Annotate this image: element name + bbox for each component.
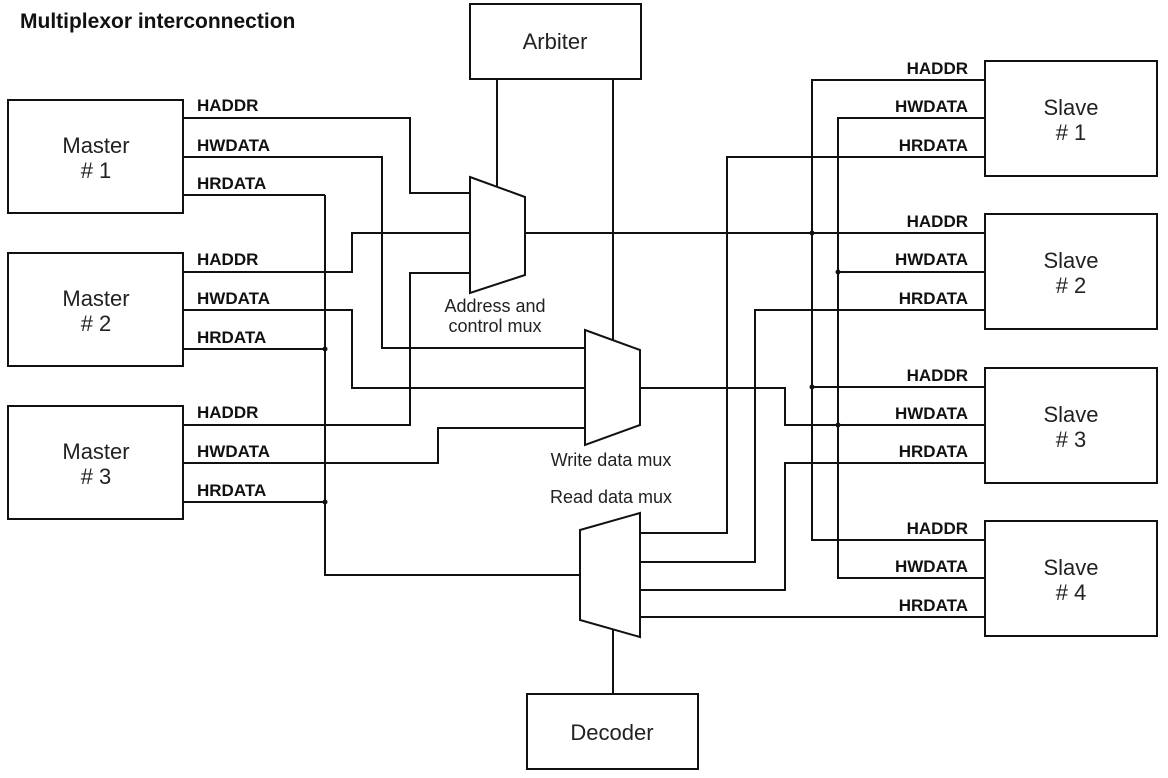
wire-m1-haddr [183,117,470,194]
wire-m2-haddr [183,232,470,273]
read-data-mux [579,511,641,639]
decoder-box [526,693,699,770]
decoder: Decoder [526,693,699,770]
master-2-box [7,252,184,367]
slave-2-label: Slave [1043,248,1098,273]
slave-3-hrdata-label: HRDATA [899,442,968,461]
wire-write-trunk [837,117,985,579]
address-mux-label-line2: control mux [448,316,541,336]
junction-dot [835,269,841,275]
master-3: Master # 3 [7,405,184,520]
master-2: Master # 2 [7,252,184,367]
slave-2-hrdata-label: HRDATA [899,289,968,308]
junction-dot [322,346,328,352]
master-2-hwdata-label: HWDATA [197,289,270,308]
master-2-label: Master [62,286,129,311]
wire-s2-hrdata [640,309,985,563]
slave-3-haddr-label: HADDR [907,366,968,385]
wire-s3-hrdata [640,462,985,591]
master-3-hwdata-label: HWDATA [197,442,270,461]
arbiter-label: Arbiter [523,29,588,54]
slave-1-hrdata-label: HRDATA [899,136,968,155]
wire-m2-hwdata [183,309,585,389]
master-2-number: # 2 [81,311,112,336]
slave-4-box [984,520,1158,637]
slave-4-hwdata-label: HWDATA [895,557,968,576]
junction-dot [322,499,328,505]
slave-2-number: # 2 [1056,273,1087,298]
slave-3-label: Slave [1043,402,1098,427]
diagram-title: Multiplexor interconnection [20,10,295,33]
read-mux-label: Read data mux [550,487,672,507]
slave-1-hwdata-label: HWDATA [895,97,968,116]
slave-2-haddr-label: HADDR [907,212,968,231]
master-3-box [7,405,184,520]
master-1-haddr-label: HADDR [197,96,258,115]
decoder-label: Decoder [570,720,653,745]
wire-s1-hrdata [640,156,985,534]
wires [183,79,985,694]
junction-dot [809,384,815,390]
slave-2-box [984,213,1158,330]
slave-1-box [984,60,1158,177]
slave-3-box [984,367,1158,484]
master-1-hrdata-label: HRDATA [197,174,266,193]
slave-1-label: Slave [1043,95,1098,120]
master-3-hrdata-label: HRDATA [197,481,266,500]
master-1-box [7,99,184,214]
master-1-label: Master [62,133,129,158]
master-1: Master # 1 [7,99,184,214]
wire-m3-hwdata [183,427,585,464]
junction-dot [809,230,815,236]
write-data-mux [584,328,641,447]
wire-write-bus [640,387,838,426]
slave-4-hrdata-label: HRDATA [899,596,968,615]
slave-2-hwdata-label: HWDATA [895,250,968,269]
slave-4-label: Slave [1043,555,1098,580]
master-1-hwdata-label: HWDATA [197,136,270,155]
address-control-mux [469,175,526,295]
master-2-haddr-label: HADDR [197,250,258,269]
write-mux-label: Write data mux [551,450,672,470]
junction-dot [835,422,841,428]
arbiter: Arbiter [469,3,642,80]
slave-3-hwdata-label: HWDATA [895,404,968,423]
wire-m1-hwdata [183,156,585,349]
slave-2: Slave # 2 [984,213,1158,330]
master-3-haddr-label: HADDR [197,403,258,422]
slave-4-number: # 4 [1056,580,1087,605]
wire-read-mux-output [324,195,585,576]
master-3-label: Master [62,439,129,464]
slave-1-number: # 1 [1056,120,1087,145]
slave-1: Slave # 1 [984,60,1158,177]
junction-dots [322,230,841,505]
master-1-number: # 1 [81,158,112,183]
master-2-hrdata-label: HRDATA [197,328,266,347]
slave-4-haddr-label: HADDR [907,519,968,538]
slave-1-haddr-label: HADDR [907,59,968,78]
address-mux-label-line1: Address and [444,296,545,316]
slave-3-number: # 3 [1056,427,1087,452]
slave-4: Slave # 4 [984,520,1158,637]
master-3-number: # 3 [81,464,112,489]
slave-3: Slave # 3 [984,367,1158,484]
arbiter-box [469,3,642,80]
